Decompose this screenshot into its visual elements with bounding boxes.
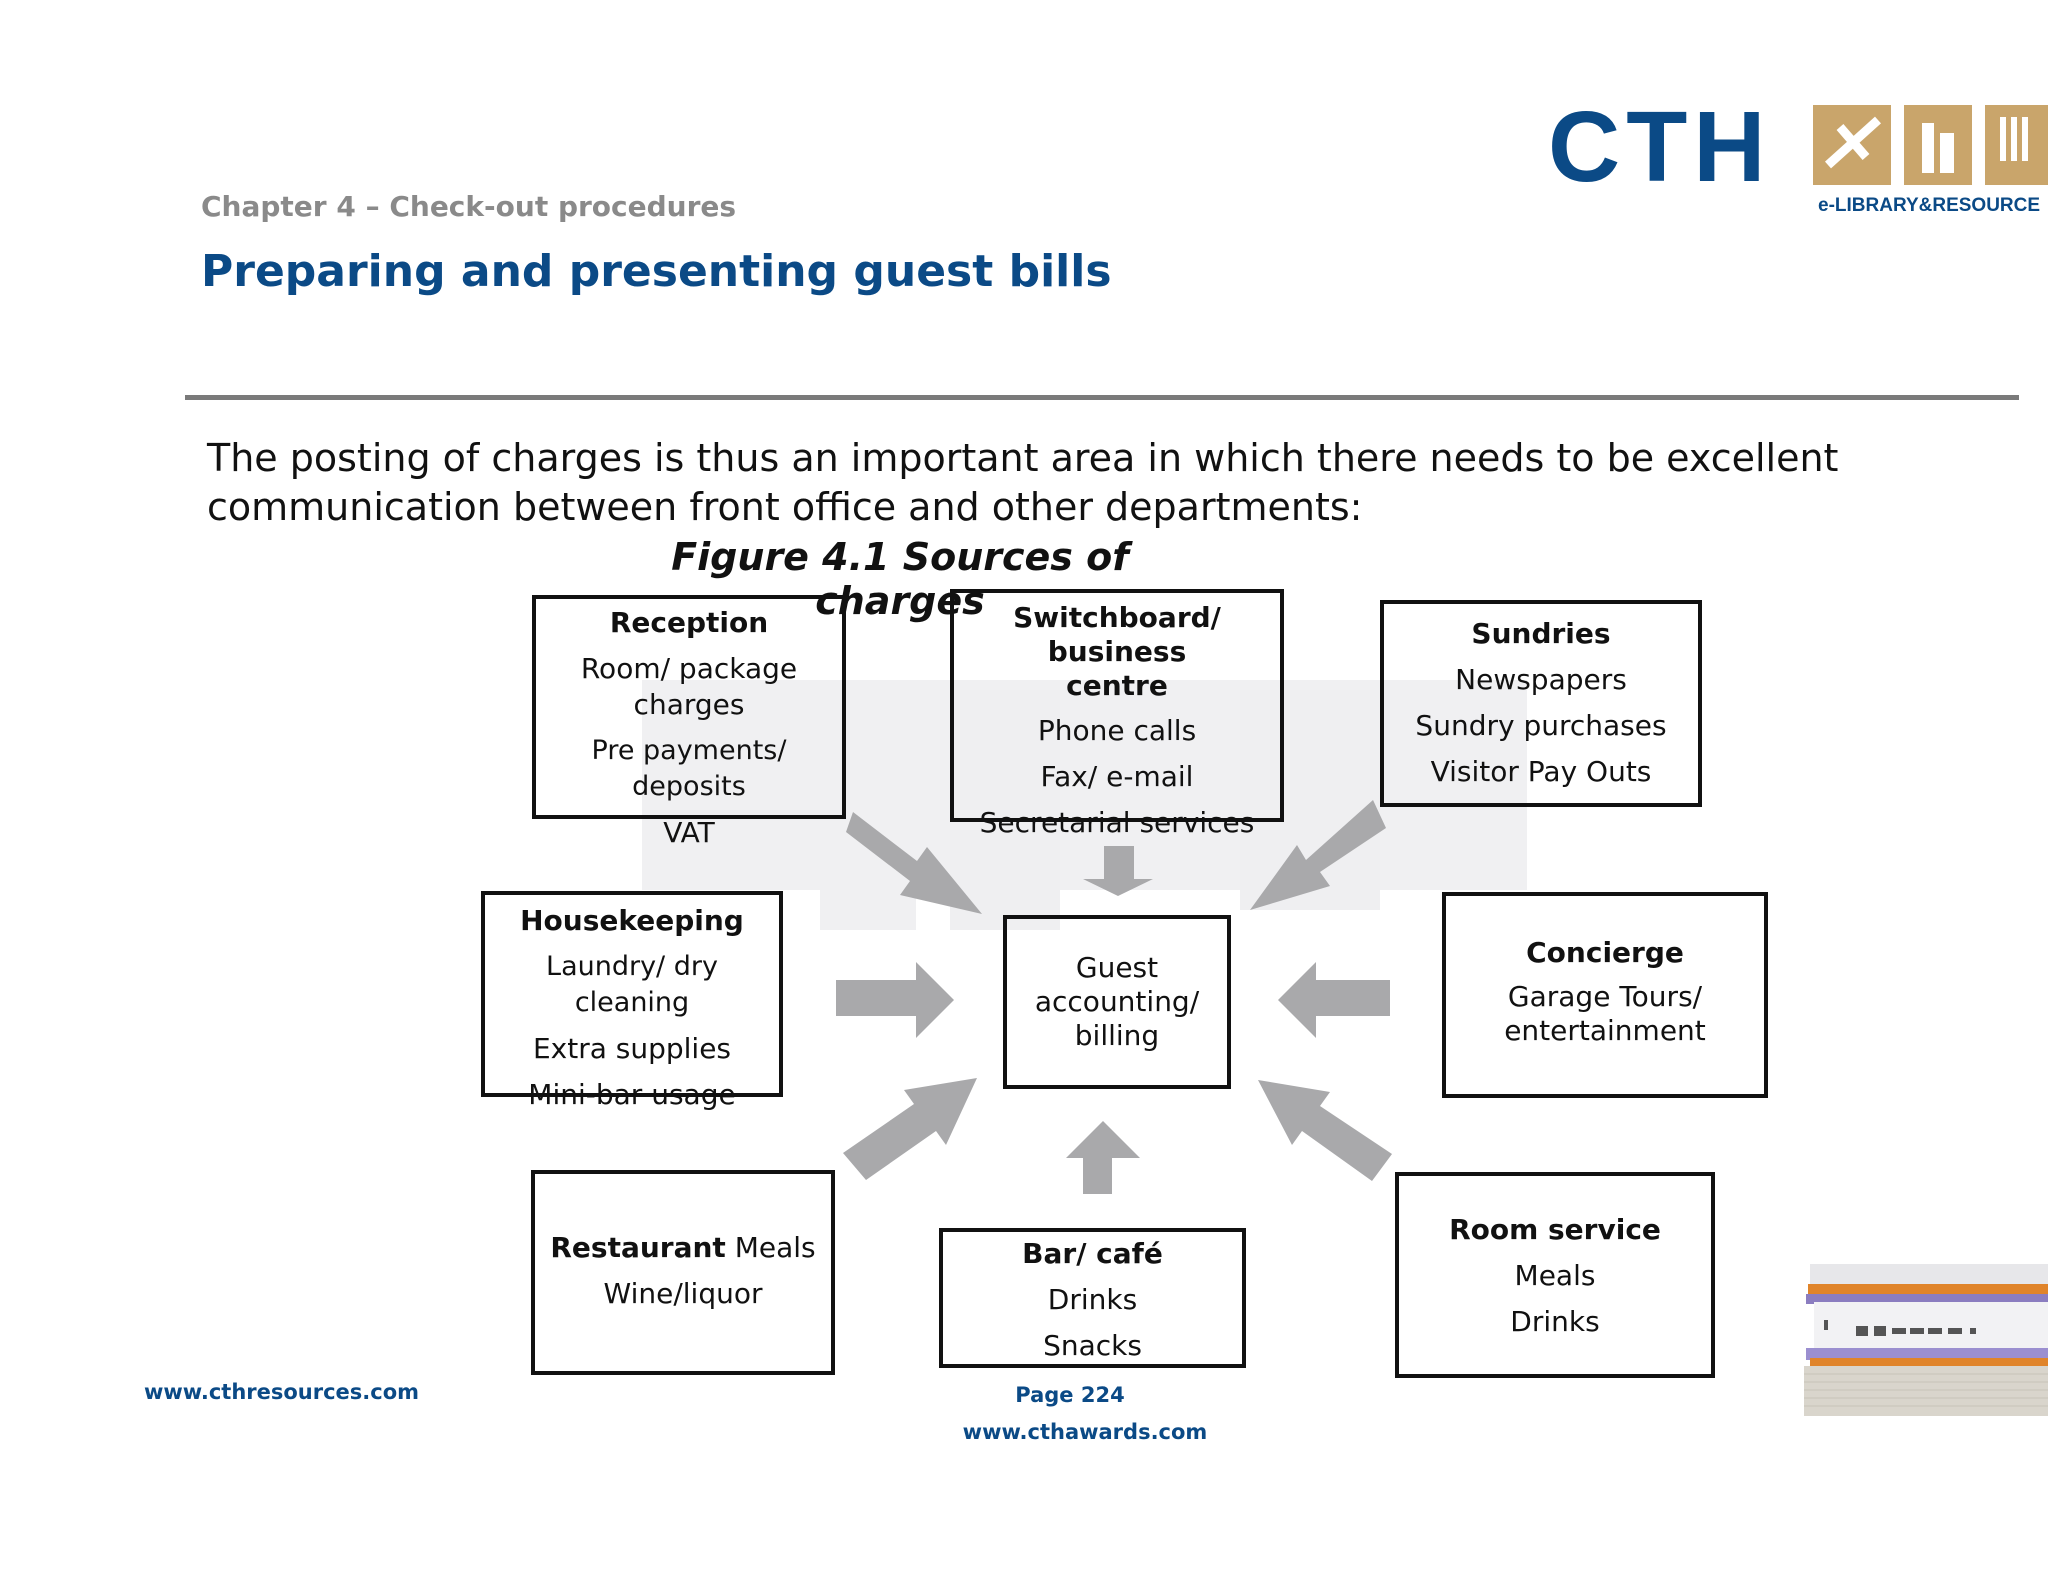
box-housekeeping: Housekeeping Laundry/ dry cleaning Extra… <box>481 891 783 1111</box>
reception-item: Pre payments/ deposits <box>591 735 787 802</box>
page-title: Preparing and presenting guest bills <box>201 246 1112 297</box>
chapter-label: Chapter 4 – Check-out procedures <box>201 190 737 223</box>
room-service-item: Drinks <box>1510 1305 1600 1338</box>
room-service-heading: Room service <box>1449 1213 1661 1246</box>
arrow-from-concierge <box>1278 962 1390 1038</box>
reception-item: VAT <box>663 816 715 849</box>
cth-logo: CTH e-LIBRARY&RESOURCE <box>1548 91 2048 229</box>
arrow-from-restaurant <box>843 1078 977 1180</box>
sundries-item: Newspapers <box>1455 663 1627 696</box>
logo-tagline: e-LIBRARY&RESOURCE <box>1818 195 2040 216</box>
books-image <box>1800 1262 2048 1436</box>
housekeeping-heading: Housekeeping <box>520 904 744 937</box>
footer-resources-link[interactable]: www.cthresources.com <box>144 1380 420 1404</box>
switchboard-item: Phone calls <box>1037 714 1197 747</box>
switchboard-item: Secretarial services <box>979 806 1255 839</box>
arrow-from-housekeeping <box>836 962 954 1038</box>
box-switchboard: Switchboard/ business centre Phone calls… <box>950 589 1284 839</box>
arrow-from-bar <box>1066 1121 1140 1194</box>
svg-text:CTH: CTH <box>1548 95 1772 203</box>
box-room-service: Room service Meals Drinks <box>1395 1172 1715 1378</box>
page-number: Page 224 <box>1015 1383 1125 1407</box>
arrow-from-room-service <box>1258 1080 1392 1181</box>
sundries-item: Sundry purchases <box>1415 709 1667 742</box>
box-sundries: Sundries Newspapers Sundry purchases Vis… <box>1380 600 1702 807</box>
sundries-heading: Sundries <box>1471 617 1611 650</box>
switchboard-heading: Switchboard/ business <box>1013 601 1221 668</box>
footer-awards-link[interactable]: www.cthawards.com <box>962 1420 1208 1444</box>
concierge-item: entertainment <box>1504 1014 1706 1047</box>
center-line: accounting/ <box>1034 985 1200 1018</box>
center-line: billing <box>1074 1019 1160 1052</box>
switchboard-heading: centre <box>1066 669 1168 702</box>
concierge-item: Garage Tours/ <box>1507 980 1703 1013</box>
switchboard-item: Fax/ e-mail <box>1040 760 1194 793</box>
bar-heading: Bar/ café <box>1022 1237 1163 1270</box>
room-service-item: Meals <box>1514 1259 1596 1292</box>
box-reception: Reception Room/ package charges Pre paym… <box>532 595 846 849</box>
box-guest-accounting: Guest accounting/ billing <box>1003 915 1231 1089</box>
sundries-item: Visitor Pay Outs <box>1430 755 1652 788</box>
arrow-from-sundries <box>1250 800 1386 910</box>
housekeeping-item: Mini-bar usage <box>528 1078 736 1111</box>
restaurant-item: Wine/liquor <box>603 1277 763 1310</box>
box-concierge: Concierge Garage Tours/ entertainment <box>1442 892 1768 1098</box>
restaurant-item: Meals <box>725 1231 816 1264</box>
intro-paragraph: The posting of charges is thus an import… <box>207 436 1839 529</box>
figure-title: Figure 4.1 Sources of charges <box>671 535 1129 623</box>
reception-item: charges <box>633 688 745 721</box>
box-bar-cafe: Bar/ café Drinks Snacks <box>939 1228 1246 1368</box>
reception-heading: Reception <box>609 606 769 639</box>
bar-item: Drinks <box>1047 1283 1138 1316</box>
reception-item: Room/ package <box>580 652 798 685</box>
arrow-from-switchboard <box>1083 846 1153 896</box>
housekeeping-item: Extra supplies <box>532 1032 732 1065</box>
restaurant-heading: Restaurant <box>550 1231 726 1264</box>
concierge-heading: Concierge <box>1526 936 1684 969</box>
header-divider <box>185 395 2019 400</box>
housekeeping-item: Laundry/ dry cleaning <box>546 951 718 1018</box>
bar-item: Snacks <box>1043 1329 1142 1362</box>
arrow-from-reception <box>846 812 982 914</box>
box-restaurant: Restaurant Meals Wine/liquor <box>531 1170 835 1375</box>
center-line: Guest <box>1075 951 1159 984</box>
